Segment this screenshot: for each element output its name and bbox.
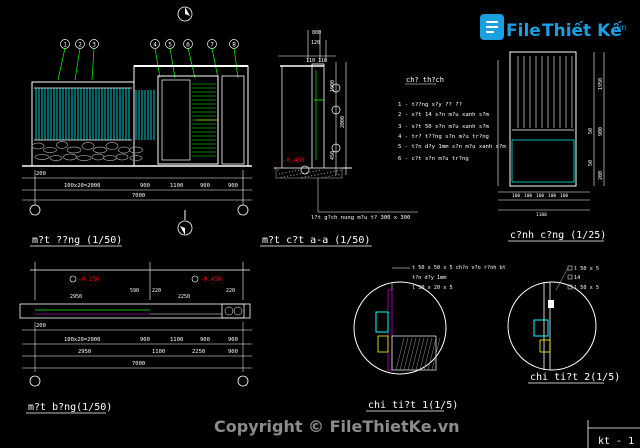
brand-text-main: Thiết Kế	[542, 20, 622, 41]
detail-label: l 50 x 20 x 5	[412, 285, 453, 291]
gate-dim: 1950	[598, 78, 604, 90]
grid-bubble-label: 1	[63, 42, 67, 49]
notes-legend: ch? th?ch 1 - t??ng x?y ?? ?? 2 - s?t 14…	[398, 76, 506, 162]
section-footer-note: l?t g?ch nung m?u t? 300 x 300	[311, 215, 410, 221]
elevation-title: m?t ??ng (1/50)	[32, 235, 122, 246]
note-item: 4 - tr? t??ng s?n m?u tr?ng	[398, 134, 489, 140]
detail-2-view: l 50 x 5 14 l 50 x 5 chi ti?t 2(1/5)	[507, 265, 620, 384]
plan-dim: 2250	[192, 349, 205, 355]
gate-dim: 200	[598, 171, 604, 180]
detail-1-view: t 50 x 50 x 5 ch?n v?o r?nh bt t?n d?y 1…	[353, 265, 506, 412]
plan-title: m?t b?ng(1/50)	[28, 402, 112, 413]
plan-dim: 220	[226, 288, 235, 294]
plan-dim: 200	[36, 323, 46, 329]
section-dim: 1900	[330, 80, 336, 92]
brand-text-suffix: .vn	[614, 23, 626, 32]
section-dim: 110	[306, 58, 315, 64]
grid-bubbles: 1 2 3 4 5 6 7 8	[60, 39, 239, 49]
note-item: 1 - t??ng x?y ?? ??	[398, 102, 462, 108]
copyright-watermark: Copyright © FileThietKe.vn	[214, 417, 460, 436]
gate-detail-title: c?nh c?ng (1/25)	[510, 230, 606, 241]
detail-label: t 50 x 50 x 5 ch?n v?o r?nh bt	[412, 265, 506, 271]
plan-dim: 2950	[70, 294, 82, 300]
plan-dim: 2950	[78, 349, 91, 355]
plan-dim-total: 7000	[132, 361, 145, 367]
gate-dim: 100	[524, 193, 532, 199]
plan-dim: 900	[140, 337, 150, 343]
section-dim: 450	[330, 151, 336, 160]
elev-dim: 200	[36, 171, 46, 177]
gate-dim: 100	[512, 193, 520, 199]
elev-dim: 100x20=2000	[64, 183, 100, 189]
note-item: 3 - s?t 50 s?n m?u xanh s?m	[398, 124, 490, 130]
elev-dim: 900	[228, 183, 238, 189]
plan-dim: 900	[228, 337, 238, 343]
elev-dim: 900	[140, 183, 150, 189]
plan-dim: 220	[152, 288, 161, 294]
plan-dim: 2250	[178, 294, 190, 300]
plan-view: -0.150 -0.450 2950 590 220 2250 220 200	[19, 262, 252, 414]
section-mark-top	[177, 6, 193, 22]
detail-label: l 50 x 5	[574, 266, 599, 272]
gate-dim: 50	[588, 128, 594, 134]
brand-text-file: File	[506, 21, 541, 41]
section-dim: 120	[311, 40, 320, 46]
plan-dim: 590	[130, 288, 139, 294]
sheet-tag: kt - 1	[598, 436, 634, 447]
plan-dim: 900	[200, 337, 210, 343]
elev-dim: 900	[200, 183, 210, 189]
plan-level: -0.450	[200, 276, 222, 283]
detail-label: t?n d?y 1mm	[412, 275, 446, 281]
section-dim: 2000	[340, 116, 346, 128]
plan-dim: 1100	[170, 337, 183, 343]
note-item: 6 - c?t s?n m?u tr?ng	[398, 156, 469, 162]
section-mark-bottom	[177, 210, 193, 236]
section-view: 800 120 110 110 1900 2000 450 -0.450	[260, 30, 418, 247]
elev-dim-total: 7000	[132, 193, 145, 199]
detail-1-title: chi ti?t 1(1/5)	[368, 400, 458, 411]
detail-label: l 50 x 5	[574, 285, 599, 291]
level-marker: -0.450	[283, 157, 305, 164]
detail-label: 14	[574, 275, 580, 281]
axis-bubble	[29, 204, 41, 216]
grid-bubble-label: 8	[232, 42, 236, 49]
plan-dim: 900	[228, 349, 238, 355]
gate-dim: 50	[588, 160, 594, 166]
gate-dim: 100	[548, 193, 556, 199]
section-title: m?t c?t a-a (1/50)	[262, 235, 370, 246]
grid-bubble-label: 2	[78, 42, 82, 49]
grid-bubble-label: 5	[168, 42, 172, 49]
notes-heading: ch? th?ch	[406, 76, 444, 84]
grid-bubble-label: 3	[92, 42, 96, 49]
detail-2-title: chi ti?t 2(1/5)	[530, 372, 620, 383]
section-dim: 800	[312, 30, 321, 36]
gate-detail-view: 1950 50 900 50 200 100 100 100 100 100 1…	[497, 51, 606, 242]
grid-bubble-label: 7	[210, 42, 214, 49]
note-item: 2 - s?t 14 s?n m?u xanh s?m	[398, 112, 490, 118]
plan-dim: 100x20=2000	[64, 337, 100, 343]
brand-logo: File Thiết Kế .vn	[480, 14, 626, 41]
elev-dim: 1100	[170, 183, 183, 189]
gate-dim: 100	[536, 193, 544, 199]
gate-dim: 900	[598, 127, 604, 136]
grid-bubble-label: 4	[153, 42, 157, 49]
plan-dim: 1100	[152, 349, 165, 355]
note-item: 5 - t?n d?y 1mm s?n m?u xanh s?m	[398, 144, 506, 150]
gate-dim-total: 1100	[536, 212, 547, 218]
grid-bubble-label: 6	[186, 42, 190, 49]
gate-dim: 100	[560, 193, 568, 199]
plan-level: -0.150	[78, 276, 100, 283]
section-dim: 110	[318, 58, 327, 64]
axis-bubble	[237, 204, 249, 216]
